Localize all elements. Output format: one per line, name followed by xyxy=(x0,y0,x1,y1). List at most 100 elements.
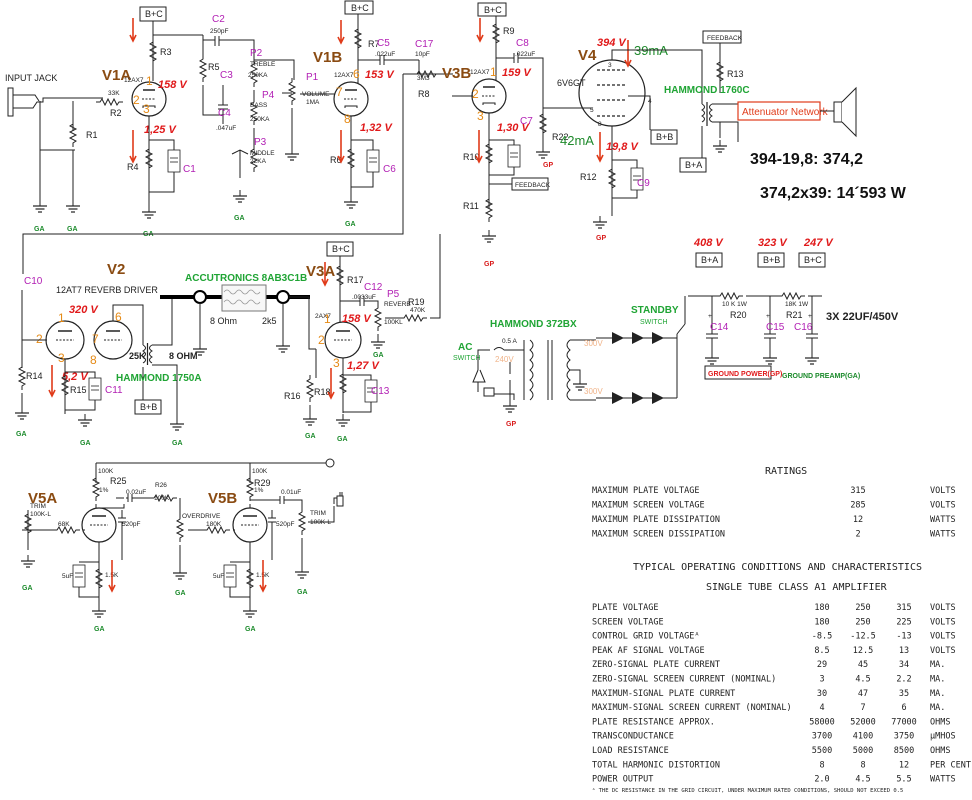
r-68k-value: 68K xyxy=(58,521,70,528)
operating-row-value: 45 xyxy=(858,660,868,670)
pin-1: 1 xyxy=(146,74,153,88)
c10-label: C10 xyxy=(24,276,43,287)
pin-2: 2 xyxy=(318,333,325,347)
input-section: INPUT JACK R1 GA GA 33K R2 xyxy=(5,73,124,233)
operating-row-unit: VOLTS xyxy=(930,617,956,627)
operating-title: TYPICAL OPERATING CONDITIONS AND CHARACT… xyxy=(633,562,922,573)
gp-label: GP xyxy=(596,235,606,242)
r29-tolerance: 1% xyxy=(254,487,264,494)
bb-box xyxy=(650,129,678,145)
ratings-row-unit: VOLTS xyxy=(930,486,956,496)
operating-row-value: 7 xyxy=(860,703,865,713)
r17-label: R17 xyxy=(347,275,364,285)
operating-row-value: 180 xyxy=(814,617,829,627)
operating-row-unit: OHMS xyxy=(930,746,950,756)
feedback-label: FEEDBACK xyxy=(515,182,551,189)
ac-label: AC xyxy=(458,342,472,353)
reverb-transformer-label: HAMMOND 1750A xyxy=(116,373,202,384)
operating-row-value: 52000 xyxy=(850,717,876,727)
pin-2: 2 xyxy=(133,93,140,107)
ga-label: GA xyxy=(16,431,27,438)
stage-v3a: V3A 2AX7 B+C R17 158 V 1 2 3 1,27 V C12 … xyxy=(284,234,441,443)
v5a-label: V5A xyxy=(28,490,57,507)
c1-label: C1 xyxy=(183,164,196,175)
ba-label: B+A xyxy=(701,255,718,265)
operating-row-value: 3700 xyxy=(812,732,832,742)
p2-function: TREBLE xyxy=(250,61,276,68)
operating-row-value: 3750 xyxy=(894,732,914,742)
operating-row-value: 77000 xyxy=(891,717,917,727)
feedback-box xyxy=(702,30,742,44)
r11-label: R11 xyxy=(463,201,479,211)
pin-1: 1 xyxy=(324,312,331,326)
r25-label: R25 xyxy=(110,476,127,486)
v1b-label: V1B xyxy=(313,49,342,66)
operating-row-value: -12.5 xyxy=(850,632,876,642)
r5-label: R5 xyxy=(208,62,220,72)
r20-value: 10 K 1W xyxy=(722,301,748,308)
ground-power-box xyxy=(704,365,772,380)
v2-plate-voltage: 320 V xyxy=(69,304,99,316)
spring-icon xyxy=(221,284,267,312)
ga-label: GA xyxy=(373,352,384,359)
power-calculation: 394-19,8: 374,2 374,2x39: 14´593 W xyxy=(750,151,907,202)
plus-sign: + xyxy=(808,313,812,320)
operating-row-name: LOAD RESISTANCE xyxy=(592,746,669,756)
operating-row-value: 4100 xyxy=(853,732,873,742)
operating-row-value: 250 xyxy=(855,617,870,627)
stage-v1a: V1A 12AX7 B+C R3 158 V 1 3 2 1,25 V R4 C… xyxy=(102,6,203,238)
pin-2: 2 xyxy=(472,87,479,101)
gp-label: GP xyxy=(543,162,553,169)
r22-label: R22 xyxy=(552,132,569,142)
r21-value: 18K 1W xyxy=(785,301,809,308)
reverb-secondary-label: 8 OHM xyxy=(169,351,198,361)
operating-row-unit: µMHOS xyxy=(930,732,956,742)
v4-cathode-current: 42mA xyxy=(560,133,594,148)
r29-label: R29 xyxy=(254,478,271,488)
speaker-icon xyxy=(833,101,843,123)
ba-box xyxy=(695,252,723,268)
tank-input-jack-icon xyxy=(193,290,207,304)
pin-3: 3 xyxy=(477,109,484,123)
p3-function: MIDDLE xyxy=(250,150,275,157)
output-transformer-label: HAMMOND 1760C xyxy=(664,85,750,96)
operating-row-value: -13 xyxy=(896,632,911,642)
pin-8: 8 xyxy=(344,112,351,126)
operating-row-value: 225 xyxy=(896,617,911,627)
v4-cathode-voltage: 19,8 V xyxy=(606,141,639,153)
r12-label: R12 xyxy=(580,172,597,182)
pin-8: 8 xyxy=(598,121,602,128)
pin-3: 3 xyxy=(143,102,150,116)
reverb-tank-label: ACCUTRONICS 8AB3C1B xyxy=(185,273,307,284)
c7-label: C7 xyxy=(520,116,533,127)
stage-v5: 100K R25 1% V5A 0.02uF R26 100K OVERDRIV… xyxy=(20,458,344,633)
operating-row-unit: OHMS xyxy=(930,717,950,727)
c-5uf-b: 5uF xyxy=(213,573,224,580)
bb-label: B+B xyxy=(140,402,157,412)
p2-label: P2 xyxy=(250,48,263,59)
r26-value: 100K xyxy=(154,495,170,502)
r15-label: R15 xyxy=(70,385,87,395)
operating-row-unit: PER CENT xyxy=(930,760,971,770)
r9-label: R9 xyxy=(503,26,515,36)
ga-label: GA xyxy=(94,626,105,633)
r16-label: R16 xyxy=(284,391,301,401)
r25-value: 100K xyxy=(98,468,114,475)
v1b-plate-voltage: 153 V xyxy=(365,69,395,81)
stage-v1b: V1B 12AX7 B+C R7 6 7 8 153 V 1,32 V R6 C… xyxy=(22,0,471,274)
p3-value: 22KA xyxy=(250,158,267,165)
v3a-cathode-voltage: 1,27 V xyxy=(347,360,380,372)
bc-label: B+C xyxy=(332,244,350,254)
operating-row-value: 12 xyxy=(899,760,909,770)
bb-box xyxy=(134,399,162,415)
output-terminal-icon xyxy=(336,495,344,507)
c4-value: .047uF xyxy=(216,125,236,132)
ga-label: GA xyxy=(305,433,316,440)
operating-row-name: TRANSCONDUCTANCE xyxy=(592,732,674,742)
supply-bb-voltage: 323 V xyxy=(758,237,788,249)
p5-label: P5 xyxy=(387,289,400,300)
ga-label: GA xyxy=(172,440,183,447)
c8-label: C8 xyxy=(516,38,529,49)
operating-row-value: 4 xyxy=(819,703,824,713)
